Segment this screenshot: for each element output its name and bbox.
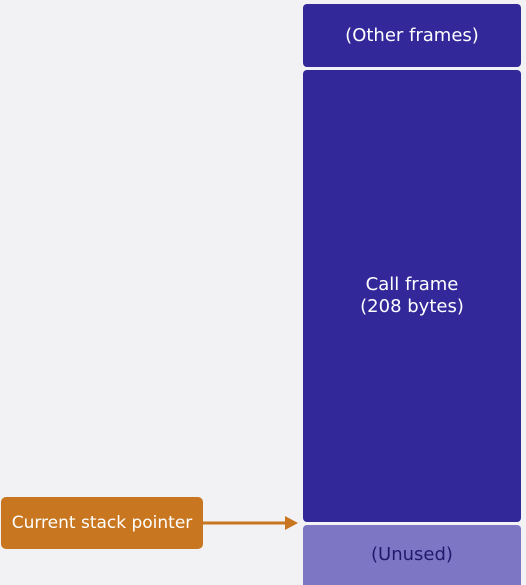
other-frames-label: (Other frames) bbox=[345, 24, 479, 46]
unused-block: (Unused) bbox=[303, 525, 521, 585]
call-frame-block: Call frame (208 bytes) bbox=[303, 70, 521, 522]
stack-pointer-arrow-icon bbox=[203, 516, 298, 530]
stack-pointer-label: Current stack pointer bbox=[11, 513, 193, 533]
stack-pointer-box: Current stack pointer bbox=[1, 497, 203, 549]
call-frame-label: Call frame (208 bytes) bbox=[360, 274, 464, 317]
unused-label: (Unused) bbox=[371, 544, 453, 565]
other-frames-block: (Other frames) bbox=[303, 4, 521, 67]
